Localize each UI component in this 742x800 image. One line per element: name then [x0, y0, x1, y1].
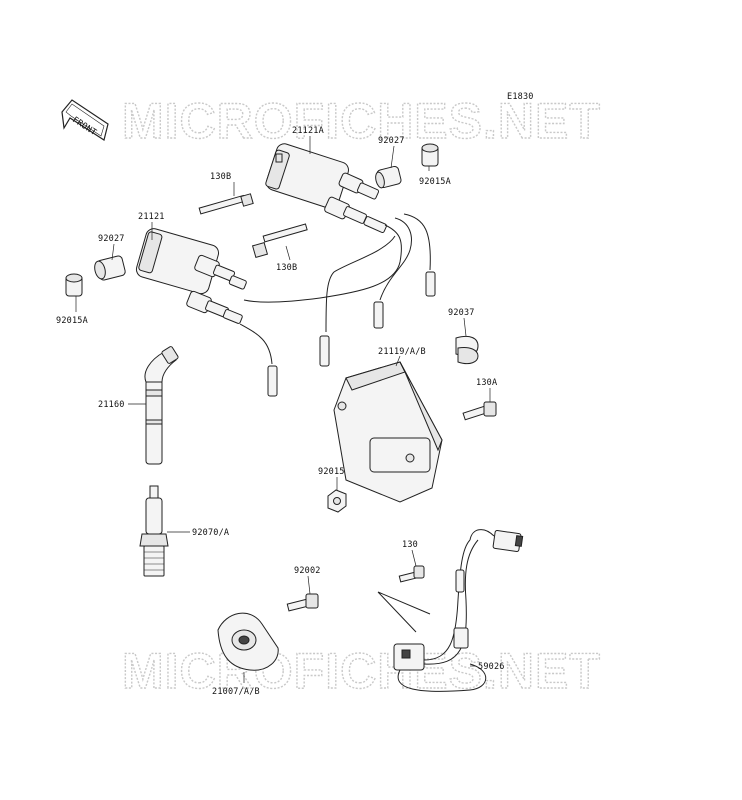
spark-plug-92070[interactable]: [139, 485, 169, 577]
watermark-top: MICROFICHES.NET: [122, 93, 601, 149]
label-92027-lower: 92027: [98, 234, 125, 244]
rotor-21007[interactable]: [217, 612, 279, 671]
label-130a: 130A: [476, 378, 497, 388]
pickup-coil-59026[interactable]: [377, 529, 524, 692]
leader-lines: [75, 136, 491, 683]
nut-92015[interactable]: [327, 489, 347, 513]
label-21119: 21119/A/B: [378, 347, 426, 357]
cap-92027-upper[interactable]: [374, 165, 402, 189]
label-92015: 92015: [318, 467, 345, 477]
label-92002: 92002: [294, 566, 321, 576]
label-21007: 21007/A/B: [212, 687, 260, 697]
label-21160: 21160: [98, 400, 125, 410]
bolt-130a[interactable]: [462, 401, 497, 421]
bushing-92015a-upper[interactable]: [421, 143, 439, 167]
front-arrow-icon: FRONT: [61, 99, 109, 141]
label-130b-upper: 130B: [210, 172, 231, 182]
label-21121: 21121: [138, 212, 165, 222]
bolt-130b-upper[interactable]: [198, 193, 254, 215]
ignition-coil-upper[interactable]: [264, 142, 387, 233]
diagram-code: E1830: [507, 92, 534, 102]
ignition-coil-lower[interactable]: [135, 227, 247, 324]
watermark-bottom: MICROFICHES.NET: [122, 643, 601, 699]
label-92037: 92037: [448, 308, 475, 318]
cap-92027-lower[interactable]: [93, 255, 126, 281]
bushing-92015a-lower[interactable]: [65, 273, 83, 297]
label-92015a-upper: 92015A: [419, 177, 451, 187]
bolt-130b-lower[interactable]: [251, 223, 308, 259]
bolt-130[interactable]: [398, 565, 425, 583]
label-130: 130: [402, 540, 418, 550]
label-92015a-lower: 92015A: [56, 316, 88, 326]
clamp-92037[interactable]: [455, 335, 479, 365]
label-92027-upper: 92027: [378, 136, 405, 146]
label-92070a: 92070/A: [192, 528, 229, 538]
wiring: [239, 213, 436, 397]
plug-cap-21160[interactable]: [144, 346, 179, 465]
bolt-92002[interactable]: [286, 593, 319, 612]
igniter-21119[interactable]: [333, 361, 443, 503]
label-21121a: 21121A: [292, 126, 324, 136]
label-59026: 59026: [478, 662, 505, 672]
label-130b-lower: 130B: [276, 263, 297, 273]
